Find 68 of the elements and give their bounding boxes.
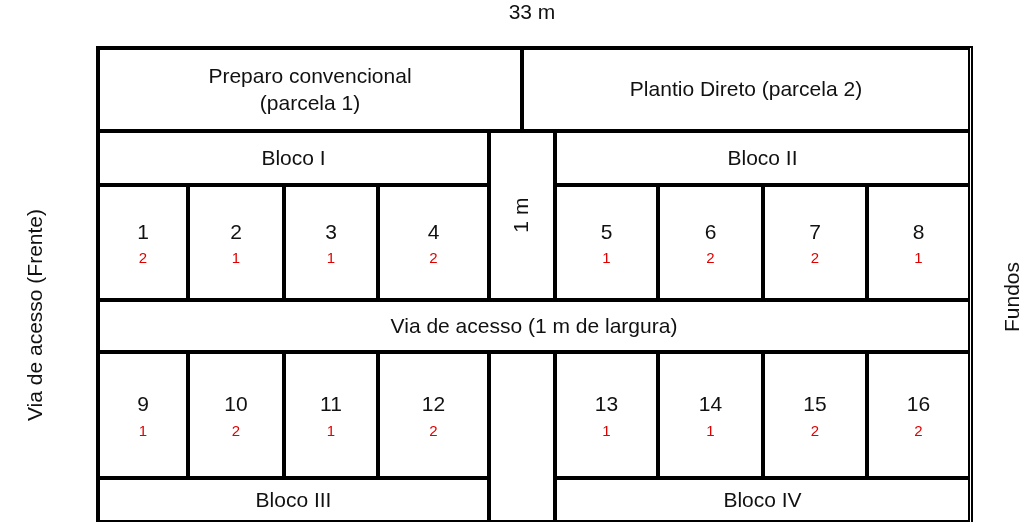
title-cell (522, 48, 970, 131)
cell-label: 1 m (508, 198, 534, 233)
plot-cell (555, 185, 658, 300)
treatment-number: 1 (326, 421, 336, 439)
treatment-number: 1 (602, 249, 611, 267)
dimension-label: 33 m (508, 0, 556, 24)
plot-cell (98, 185, 188, 300)
treatment-number: 2 (231, 421, 241, 439)
treatment-number: 2 (429, 249, 438, 267)
cell-label: Bloco I (261, 144, 326, 171)
treatment-number: 1 (326, 249, 336, 267)
treatment-number: 1 (138, 421, 148, 439)
cell-label: Bloco II (727, 144, 798, 171)
cell-label: Preparo convencional (parcela 1) (207, 63, 413, 116)
plot-number: 1 (137, 218, 149, 245)
treatment-number: 2 (138, 249, 148, 267)
plot-cell (284, 352, 378, 478)
plot-number: 8 (912, 218, 925, 245)
treatment-number: 1 (914, 249, 923, 267)
path-strip (489, 131, 555, 300)
plot-number: 6 (704, 218, 717, 245)
plot-number: 10 (224, 391, 248, 418)
plot-cell (867, 352, 970, 478)
plot-cell (658, 185, 763, 300)
plot-number: 11 (320, 391, 342, 418)
plot-cell (284, 185, 378, 300)
side-label: Fundos (1000, 262, 1020, 332)
plot-number: 9 (137, 391, 149, 418)
plot-number: 4 (427, 218, 440, 245)
plot-cell (555, 352, 658, 478)
plot-number: 15 (803, 391, 827, 418)
cell-label: Plantio Direto (parcela 2) (629, 76, 863, 103)
plot-cell (378, 185, 489, 300)
plot-cell (763, 185, 867, 300)
treatment-number: 1 (706, 421, 715, 439)
plot-number: 12 (421, 391, 446, 418)
plot-cell (763, 352, 867, 478)
title-cell (98, 48, 522, 131)
plot-cell (378, 352, 489, 478)
plot-number: 5 (600, 218, 613, 245)
empty-strip (489, 352, 555, 522)
treatment-number: 2 (810, 421, 820, 439)
side-label: Via de acesso (Frente) (23, 208, 47, 422)
treatment-number: 2 (810, 249, 820, 267)
plot-number: 3 (325, 218, 337, 245)
block-header (555, 478, 970, 522)
treatment-number: 2 (429, 421, 438, 439)
plot-number: 7 (809, 218, 821, 245)
cell-label: Bloco III (255, 486, 332, 513)
block-header (98, 478, 489, 522)
plot-cell (188, 185, 284, 300)
plot-number: 16 (906, 391, 931, 418)
plot-cell (658, 352, 763, 478)
plot-number: 2 (230, 218, 242, 245)
treatment-number: 1 (231, 249, 241, 267)
cell-label: Bloco IV (723, 486, 802, 513)
plot-cell (867, 185, 970, 300)
cell-label: Via de acesso (1 m de largura) (390, 312, 678, 339)
treatment-number: 2 (914, 421, 923, 439)
block-header (98, 131, 489, 185)
access-road (98, 300, 970, 352)
treatment-number: 2 (706, 249, 715, 267)
treatment-number: 1 (602, 421, 611, 439)
plot-cell (98, 352, 188, 478)
plot-number: 13 (594, 391, 619, 418)
plot-cell (188, 352, 284, 478)
plot-number: 14 (698, 391, 723, 418)
block-header (555, 131, 970, 185)
